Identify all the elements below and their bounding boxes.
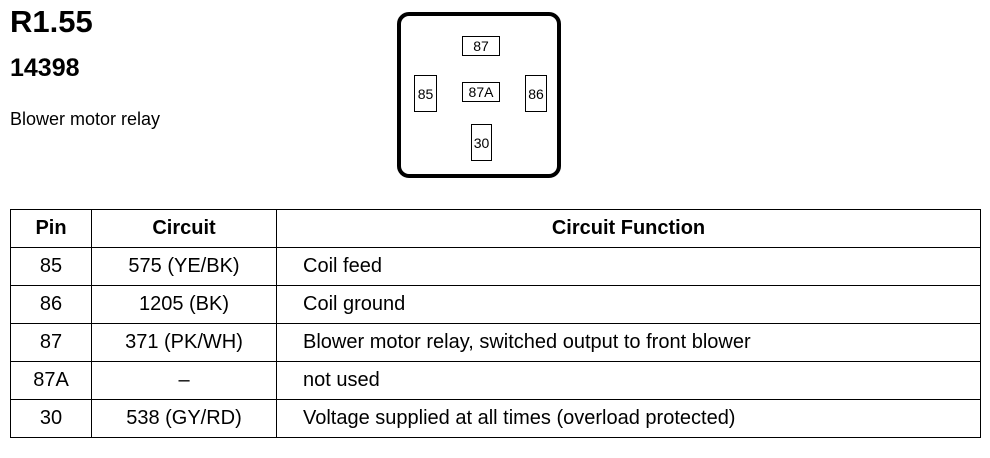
circuit-cell: 1205 (BK)	[91, 285, 277, 324]
component-reference-id: R1.55	[10, 4, 93, 39]
connector-pin-87a: 87A	[462, 82, 500, 102]
pin-cell: 86	[10, 285, 92, 324]
connector-pin-85: 85	[414, 75, 437, 112]
circuit-cell: 575 (YE/BK)	[91, 247, 277, 286]
connector-pin-86: 86	[525, 75, 547, 112]
table-row: 87 371 (PK/WH) Blower motor relay, switc…	[10, 323, 981, 362]
circuit-cell: 371 (PK/WH)	[91, 323, 277, 362]
part-number: 14398	[10, 54, 80, 82]
function-cell: Coil ground	[276, 285, 981, 324]
table-row: 30 538 (GY/RD) Voltage supplied at all t…	[10, 399, 981, 438]
relay-connector-diagram: 87 85 87A 86 30	[397, 12, 561, 178]
table-header-row: Pin Circuit Circuit Function	[10, 209, 981, 248]
pin-cell: 87A	[10, 361, 92, 400]
pin-circuit-table: Pin Circuit Circuit Function 85 575 (YE/…	[10, 209, 981, 438]
circuit-cell: 538 (GY/RD)	[91, 399, 277, 438]
table-row: 87A – not used	[10, 361, 981, 400]
function-cell: Coil feed	[276, 247, 981, 286]
connector-pin-87: 87	[462, 36, 500, 56]
function-cell: Voltage supplied at all times (overload …	[276, 399, 981, 438]
pin-cell: 30	[10, 399, 92, 438]
circuit-cell: –	[91, 361, 277, 400]
component-description: Blower motor relay	[10, 109, 161, 129]
function-cell: not used	[276, 361, 981, 400]
pin-cell: 85	[10, 247, 92, 286]
function-cell: Blower motor relay, switched output to f…	[276, 323, 981, 362]
column-header-function: Circuit Function	[276, 209, 981, 248]
column-header-pin: Pin	[10, 209, 92, 248]
pin-cell: 87	[10, 323, 92, 362]
connector-pin-30: 30	[471, 124, 492, 161]
column-header-circuit: Circuit	[91, 209, 277, 248]
table-row: 85 575 (YE/BK) Coil feed	[10, 247, 981, 286]
table-row: 86 1205 (BK) Coil ground	[10, 285, 981, 324]
